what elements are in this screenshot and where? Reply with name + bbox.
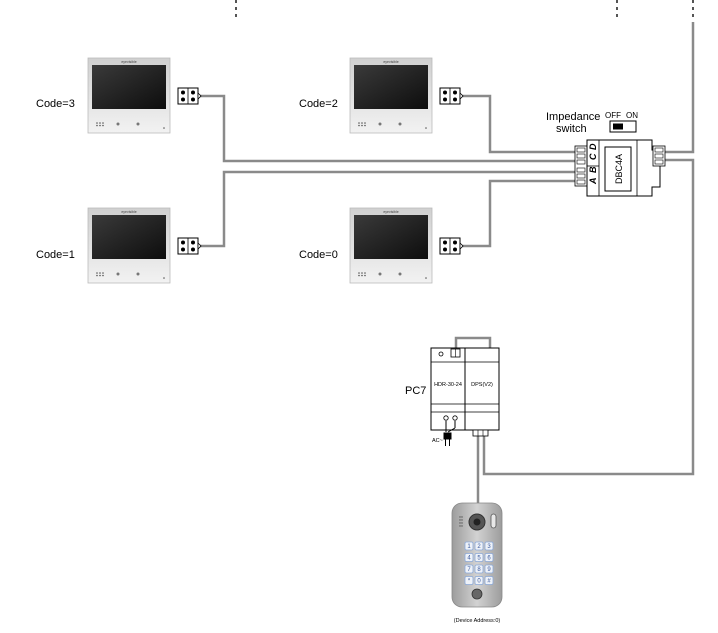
impedance-label: Impedance [546, 111, 600, 123]
monitor-button-icon [116, 122, 120, 126]
monitor-brand: eyevisible [383, 210, 398, 214]
keypad-key-label: 4 [467, 556, 471, 562]
distributor-dbc4a: DBC4A A B C D [574, 139, 666, 197]
monitor-brand: eyevisible [121, 60, 136, 64]
switch-on-label: ON [626, 111, 638, 120]
keypad-key: # [484, 576, 494, 585]
monitor-screen [92, 65, 166, 109]
keypad-key-label: 3 [487, 544, 491, 550]
monitor-led-icon [425, 127, 427, 129]
monitor-brand: eyevisible [383, 60, 398, 64]
keypad-key-label: 6 [487, 556, 491, 562]
impedance-label-switch: switch [556, 123, 587, 135]
monitor-button-icon [398, 122, 402, 126]
keypad-key-label: 7 [467, 567, 471, 573]
monitor-button-icon [398, 272, 402, 276]
door-call-button-icon [471, 588, 483, 600]
keypad-key: 9 [484, 564, 494, 574]
terminal-block-code1 [177, 237, 202, 255]
monitor-speaker-icon [358, 272, 366, 277]
port-label-d: D [588, 143, 598, 150]
port-label-a: A [588, 178, 598, 186]
keypad-key: 6 [484, 553, 494, 562]
distributor-model: DBC4A [614, 154, 624, 184]
door-address-label: (Device Address:0) [454, 618, 501, 624]
keypad-key-label: 8 [477, 567, 481, 573]
keypad-key: 4 [464, 553, 474, 562]
wire-upstream [665, 22, 695, 154]
monitor-led-icon [163, 277, 165, 279]
monitor-speaker-icon [358, 122, 366, 127]
wire-code2 [462, 94, 579, 154]
continuation-dots [235, 0, 694, 18]
monitor-code3: eyevisible [87, 57, 171, 134]
monitor-screen [354, 215, 428, 259]
keypad-key-label: * [468, 579, 471, 585]
code-label-2: Code=2 [299, 98, 338, 110]
ac-label: AC~ [432, 438, 443, 444]
code-label-1: Code=1 [36, 249, 75, 261]
keypad-key: 3 [484, 541, 494, 551]
door-speaker-icon [459, 516, 463, 527]
keypad-key-label: 1 [467, 544, 471, 550]
monitor-brand: eyevisible [121, 210, 136, 214]
code-label-3: Code=3 [36, 98, 75, 110]
terminal-block-code3 [177, 87, 202, 105]
monitor-speaker-icon [96, 122, 104, 127]
monitor-led-icon [163, 127, 165, 129]
terminal-block-code2 [439, 87, 464, 105]
power-label: PC7 [405, 385, 426, 397]
distributor-output-terminals [652, 145, 666, 167]
terminal-block-code0 [439, 237, 464, 255]
power-module-left: HDR-30-24 [434, 382, 462, 388]
monitor-led-icon [425, 277, 427, 279]
keypad-key-label: 5 [477, 556, 481, 562]
monitor-code0: eyevisible [349, 207, 433, 284]
power-supply-pc7: HDR-30-24 DPS(V2) [430, 347, 500, 437]
impedance-switch-icon [609, 120, 637, 133]
wire-code3 [200, 94, 579, 163]
code-label-0: Code=0 [299, 249, 338, 261]
monitor-button-icon [378, 122, 382, 126]
wire-dps-loop [454, 336, 492, 348]
distributor-input-terminals [574, 145, 588, 187]
power-module-right: DPS(V2) [471, 382, 493, 388]
keypad-key-label: # [487, 579, 491, 585]
keypad-key-label: 2 [477, 544, 481, 550]
monitor-button-icon [136, 122, 140, 126]
monitor-button-icon [378, 272, 382, 276]
keypad-key: 0 [474, 576, 484, 585]
monitor-code1: eyevisible [87, 207, 171, 284]
wire-trunk [482, 158, 695, 476]
port-label-c: C [588, 153, 598, 160]
monitor-button-icon [116, 272, 120, 276]
keypad-key-label: 0 [477, 579, 481, 585]
keypad-key: 1 [464, 541, 474, 551]
keypad-key: 7 [464, 564, 474, 574]
monitor-screen [354, 65, 428, 109]
keypad-key: * [464, 576, 474, 585]
wires [200, 22, 695, 505]
port-label-b: B [588, 166, 598, 173]
monitor-code2: eyevisible [349, 57, 433, 134]
switch-off-label: OFF [605, 111, 621, 120]
ac-plug-icon [443, 421, 456, 446]
keypad-key: 2 [474, 541, 484, 551]
wire-code0 [462, 179, 579, 248]
monitor-button-icon [136, 272, 140, 276]
wire-code1 [200, 170, 579, 248]
monitor-screen [92, 215, 166, 259]
keypad-key-label: 9 [487, 567, 491, 573]
monitor-speaker-icon [96, 272, 104, 277]
keypad-key: 5 [474, 553, 484, 562]
keypad-key: 8 [474, 564, 484, 574]
